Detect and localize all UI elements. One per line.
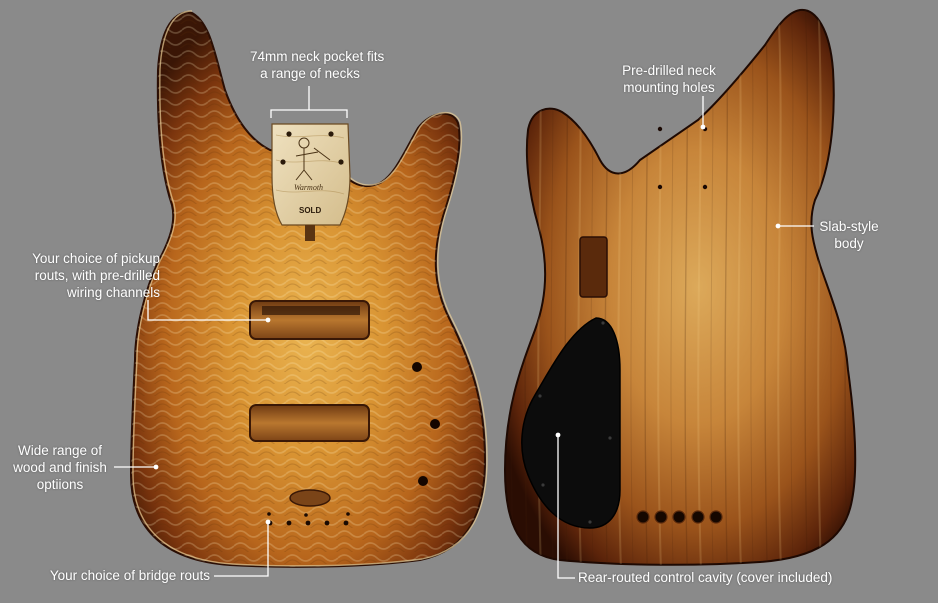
- callout-wood-finish-line2: wood and finish: [13, 460, 107, 475]
- bridge-route: [267, 489, 350, 526]
- callout-control-cavity-line1: Rear-routed control cavity (cover includ…: [578, 570, 833, 585]
- callout-bridge-routs: Your choice of bridge routs: [20, 567, 210, 584]
- wiring-rout: [579, 236, 608, 298]
- callout-wood-finish-line1: Wide range of: [17, 443, 103, 458]
- callout-pickup-routs-line3: wiring channels: [66, 285, 160, 300]
- callout-mounting-holes-line2: mounting holes: [623, 80, 715, 95]
- callout-bridge-routs-line1: Your choice of bridge routs: [49, 568, 210, 583]
- control-cavity-cover: [521, 317, 621, 529]
- callout-pickup-routs-line2: routs, with pre-drilled: [34, 268, 160, 283]
- control-holes: [412, 362, 440, 486]
- neck-pocket-stamp: SOLD: [299, 206, 321, 215]
- callout-pickup-routs: Your choice of pickup routs, with pre-dr…: [14, 250, 160, 301]
- warmoth-logo: [295, 137, 331, 181]
- neck-mounting-holes: [657, 126, 708, 190]
- neck-pocket-brand: Warmoth: [294, 183, 323, 192]
- callout-mounting-holes-line1: Pre-drilled neck: [622, 63, 716, 78]
- callout-slab-body-line2: body: [834, 236, 864, 251]
- callout-wood-finish-line3: optiions: [36, 477, 84, 492]
- callout-mounting-holes: Pre-drilled neck mounting holes: [612, 62, 726, 96]
- callout-control-cavity: Rear-routed control cavity (cover includ…: [578, 569, 878, 586]
- neck-pocket: Warmoth SOLD: [271, 123, 351, 241]
- callout-slab-body-line1: Slab-style: [819, 219, 879, 234]
- callout-neck-pocket-line1: 74mm neck pocket fits: [250, 49, 385, 64]
- callout-pickup-routs-line1: Your choice of pickup: [32, 251, 160, 266]
- callout-wood-finish: Wide range of wood and finish optiions: [8, 442, 112, 493]
- callout-neck-pocket: 74mm neck pocket fits a range of necks: [250, 48, 385, 82]
- callout-slab-body: Slab-style body: [812, 218, 886, 252]
- string-ferrules: [636, 510, 723, 524]
- callout-neck-pocket-line2: a range of necks: [260, 66, 360, 81]
- callout-lines: [114, 86, 814, 579]
- back-body: [503, 8, 857, 566]
